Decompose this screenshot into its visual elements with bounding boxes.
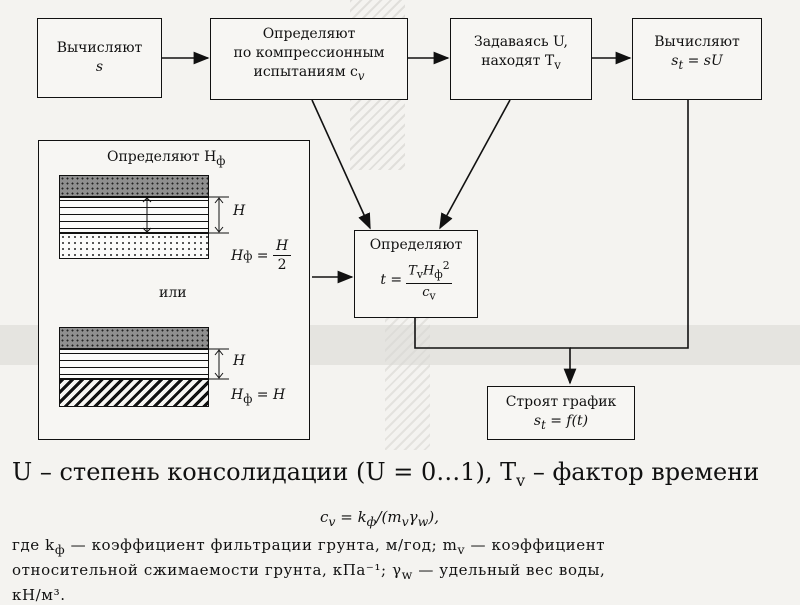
subscript: v [554, 57, 561, 72]
dimension-label-h: H [233, 353, 246, 369]
box-label: = sU [683, 53, 723, 69]
subscript: v [429, 289, 436, 303]
subscript: t [541, 417, 546, 432]
soil-layer-clay [59, 197, 209, 233]
flow-arrows [162, 51, 689, 385]
box-label: Задаваясь U, [474, 34, 568, 50]
subscript: v [357, 68, 365, 83]
box-compute-st: Вычисляют st = sU [632, 18, 762, 100]
box-label: s [671, 53, 679, 69]
panel-title: Определяют Hф [107, 149, 226, 168]
box-label: s [533, 413, 542, 429]
box-determine-cv: Определяют по компрессионным испытаниям … [210, 18, 408, 100]
box-determine-t: Определяют t = TvHф2 cv [354, 230, 478, 318]
arrow-u-to-t [439, 99, 511, 230]
box-label: Определяют [369, 237, 463, 253]
definitions-note: где kф — коэффициент фильтрации грунта, … [12, 536, 606, 604]
box-label: по компрессионным [233, 45, 385, 61]
arrow-cv-to-t [311, 99, 371, 230]
box-compute-s: Вычисляют s [37, 18, 162, 98]
subscript: t [678, 57, 684, 72]
soil-layer-impermeable [59, 379, 209, 407]
or-label: или [159, 285, 187, 301]
formula-hf-full: Hф = H [231, 387, 286, 406]
denominator: c [422, 284, 430, 300]
soil-layer-sand-top [59, 175, 209, 197]
soil-layer-clay [59, 349, 209, 379]
box-label: Строят график [505, 394, 617, 410]
superscript: 2 [442, 259, 450, 272]
numerator: T [408, 263, 417, 279]
box-set-u: Задаваясь U, находят Tv [450, 18, 592, 100]
soil-layer-sand-top [59, 327, 209, 349]
fraction: TvHф2 cv [406, 257, 452, 305]
box-variable: s [95, 59, 104, 75]
caption: U – степень консолидации (U = 0…1), Tv –… [12, 458, 760, 490]
arrow-st-to-plot [570, 100, 689, 349]
box-label: Вычисляют [654, 34, 740, 50]
formula-lhs: t = [380, 272, 403, 289]
subscript: v [416, 267, 423, 281]
soil-layer-sand-bottom [59, 233, 209, 259]
box-label: = f(t) [545, 413, 589, 429]
formula-cv: cv = kф/(mvγw), [320, 508, 439, 529]
box-label: находят T [481, 53, 555, 69]
box-label: Вычисляют [56, 40, 143, 56]
box-label: испытаниям c [253, 64, 358, 80]
numerator: H [422, 263, 435, 279]
arrow-t-to-plot [414, 318, 577, 385]
dimension-label-h: H [233, 203, 246, 219]
subscript: ф [434, 267, 443, 281]
box-plot: Строят график st = f(t) [487, 386, 635, 440]
box-label: Определяют [262, 26, 356, 42]
